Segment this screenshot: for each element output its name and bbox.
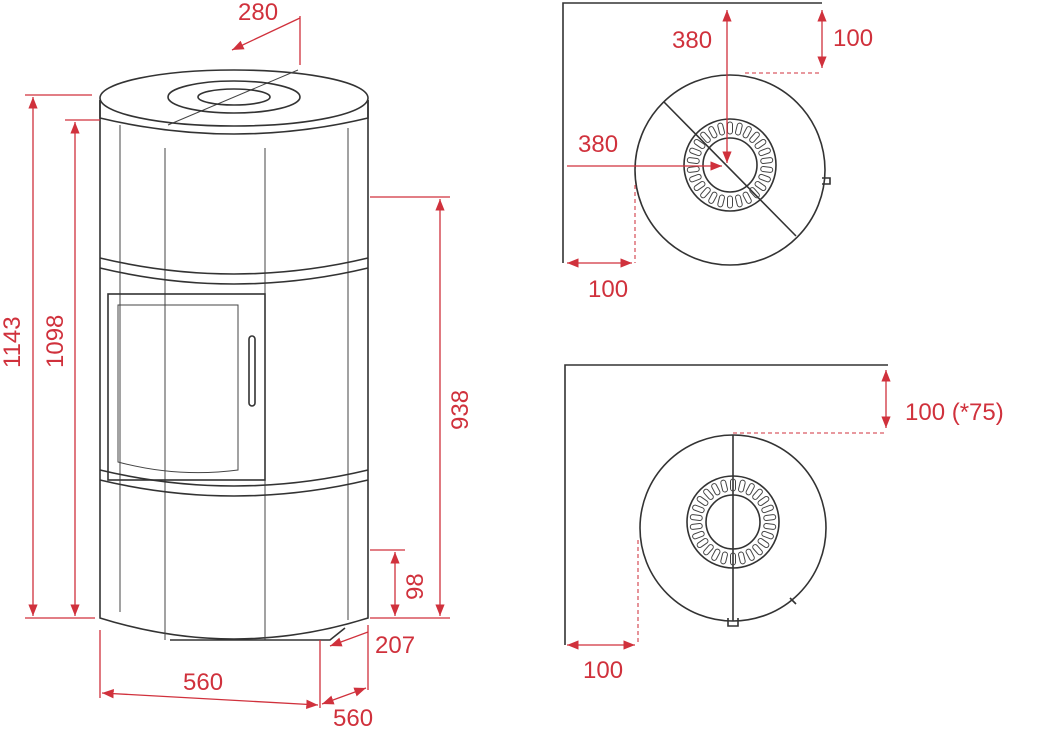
grate-part [720, 479, 728, 493]
grate-part [758, 173, 771, 183]
grate-part [717, 122, 725, 136]
grate-part [686, 157, 700, 164]
door-handle [248, 335, 256, 407]
grate-part [757, 538, 770, 549]
grate-part [683, 118, 777, 212]
grate-part [730, 552, 736, 566]
grate-part [705, 494, 761, 550]
grate-part [708, 126, 718, 139]
grate-part [720, 551, 728, 565]
grate-part [689, 523, 703, 530]
grate-part [752, 544, 763, 556]
dim-top-opening-label: 280 [238, 0, 278, 26]
dim-back-clearance-label: 100 [833, 25, 873, 52]
grate-part [735, 194, 743, 208]
grate-part [686, 166, 700, 173]
grate-part [689, 514, 703, 521]
grate-part [738, 551, 746, 565]
dim-wall-to-flue-horizontal-label: 380 [578, 131, 618, 158]
fire-door [107, 293, 266, 481]
wall-installation-view: 100 (*75) 100 [564, 364, 1004, 684]
front-dimensions: 280 1143 1098 938 98 207 560 560 [0, 0, 474, 732]
dim-air-inlet-offset-label: 207 [375, 632, 415, 659]
corner-installation-view: 380 100 380 100 [562, 2, 873, 303]
grate-part [761, 504, 774, 514]
grate-part [686, 475, 780, 569]
grate-part [700, 131, 711, 143]
grate-part [760, 157, 774, 164]
grate-part [696, 538, 709, 549]
dim-back-clearance-label: 100 (*75) [905, 399, 1004, 426]
dim-total-height-label: 1143 [0, 316, 26, 368]
grate-part [745, 548, 755, 561]
dim-flue-height-label: 938 [447, 390, 474, 430]
grate-part [708, 191, 718, 204]
grate-part [703, 488, 714, 500]
grate-part [761, 530, 774, 540]
grate-part [689, 173, 702, 183]
grate-part [745, 483, 755, 496]
grate-part [742, 126, 752, 139]
grate-part [752, 488, 763, 500]
dim-side-clearance-label: 100 [583, 657, 623, 684]
grate-part [727, 195, 733, 209]
grate-part [754, 181, 767, 192]
dim-depth-label: 560 [333, 705, 373, 732]
grate-part [742, 191, 752, 204]
grate-part [696, 495, 709, 506]
top-grate [167, 80, 301, 114]
grate-part [727, 121, 733, 135]
dim-body-height-label: 1098 [42, 315, 69, 368]
dim-wall-to-flue-vertical-label: 380 [672, 27, 712, 54]
top-grate [683, 118, 777, 212]
grate-part [749, 187, 760, 199]
grate-part [689, 147, 702, 157]
grate-part [760, 166, 774, 173]
grate-part [702, 137, 758, 193]
grate-part [711, 483, 721, 496]
grate-part [692, 504, 705, 514]
dim-air-inlet-height-label: 98 [402, 573, 429, 600]
grate-part [738, 479, 746, 493]
grate-part [692, 530, 705, 540]
grate-part [717, 194, 725, 208]
grate-part [757, 495, 770, 506]
grate-part [763, 523, 777, 530]
stove-front-view [99, 69, 369, 641]
dim-width-label: 560 [183, 669, 223, 696]
grate-part [700, 187, 711, 199]
grate-part [730, 478, 736, 492]
grate-part [749, 131, 760, 143]
grate-part [693, 181, 706, 192]
grate-part [735, 122, 743, 136]
grate-part [711, 548, 721, 561]
grate-part [703, 544, 714, 556]
dim-side-clearance-label: 100 [588, 276, 628, 303]
grate-part [758, 147, 771, 157]
top-grate [686, 475, 780, 569]
grate-part [763, 514, 777, 521]
grate-part [693, 138, 706, 149]
grate-part [754, 138, 767, 149]
